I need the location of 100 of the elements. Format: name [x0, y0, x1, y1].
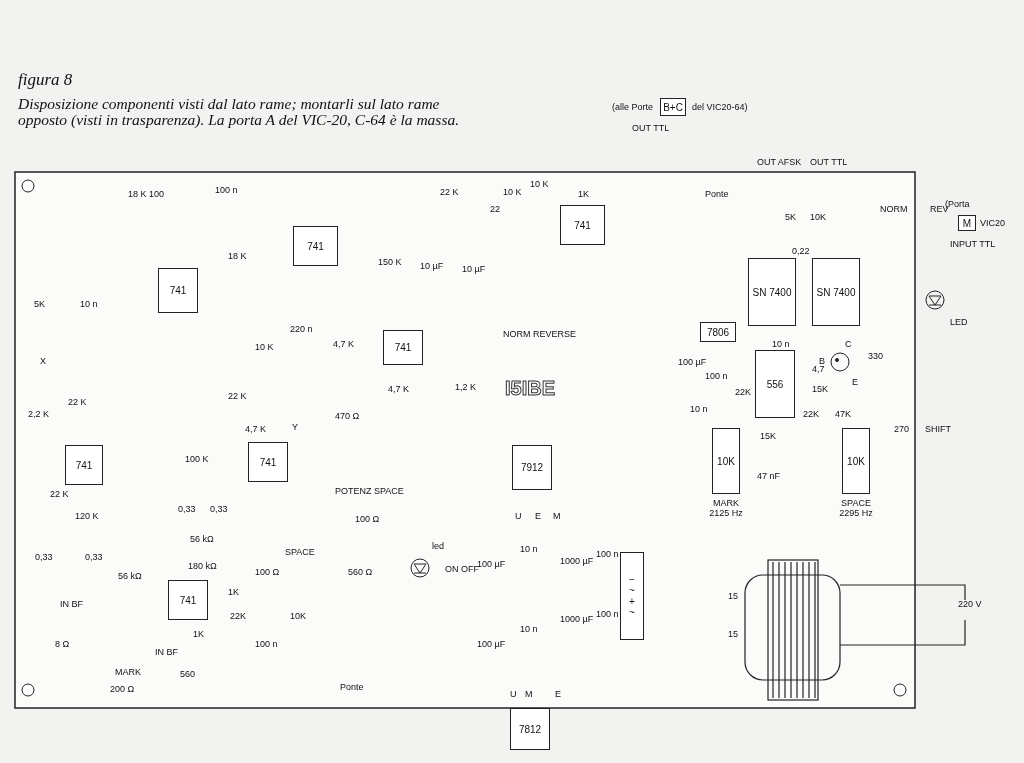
voltage-regulator: 7806 [700, 322, 736, 342]
component-value: OUT AFSK [757, 158, 802, 167]
component-value: 22 K [228, 392, 247, 401]
component-value: LED [950, 318, 968, 327]
component-value: 22K [803, 410, 819, 419]
component-value: 18 K 100 [128, 190, 165, 199]
component-value: 100 n [705, 372, 728, 381]
component-value: 100 n [255, 640, 278, 649]
component-value: 220 n [290, 325, 313, 334]
component-value: 56 kΩ [118, 572, 142, 581]
component-value: B [819, 357, 825, 366]
bridge-rectifier: − ~ + ~ [620, 552, 644, 640]
component-value: IN BF [155, 648, 178, 657]
component-value: 560 [180, 670, 196, 679]
component-value: X [40, 357, 46, 366]
component-value: 470 Ω [335, 412, 360, 421]
component-value: M [553, 512, 561, 521]
component-value: 10 n [520, 545, 538, 554]
component-value: 8 Ω [55, 640, 70, 649]
component-value: 1,2 K [455, 383, 476, 392]
component-value: NORM [880, 205, 908, 214]
component-value: SHIFT [925, 425, 951, 434]
ic-chip: 741 [560, 205, 605, 245]
component-value: POTENZ SPACE [335, 487, 404, 496]
component-value: 560 Ω [348, 568, 373, 577]
component-value: 270 [894, 425, 910, 434]
component-value: 100 n [215, 186, 238, 195]
component-caption: MARK 2125 Hz [708, 498, 744, 519]
component-value: 10 K [503, 188, 522, 197]
component-value: 47 nF [757, 472, 780, 481]
ic-chip: 741 [293, 226, 338, 266]
ic-chip: SN 7400 [812, 258, 860, 326]
component-value: 4,7 K [388, 385, 409, 394]
component-value: 100 µF [477, 640, 506, 649]
component-value: 15K [760, 432, 776, 441]
component-value: 22 K [440, 188, 459, 197]
component-value: 10 K [255, 343, 274, 352]
component-value: 1K [193, 630, 204, 639]
component-value: Ponte [340, 683, 364, 692]
ic-chip: 741 [65, 445, 103, 485]
component-value: U [510, 690, 517, 699]
port-box: M [958, 215, 976, 231]
component-value: 10 µF [462, 265, 486, 274]
component-value: 0,33 [210, 505, 228, 514]
component-value: 5K [785, 213, 796, 222]
component-value: IN BF [60, 600, 83, 609]
component-value: 15 [728, 592, 738, 601]
component-value: C [845, 340, 852, 349]
component-value: 15 [728, 630, 738, 639]
component-value: ON OFF [445, 565, 479, 574]
component-value: Y [292, 423, 298, 432]
ic-chip: 741 [383, 330, 423, 365]
port-box: B+C [660, 98, 686, 116]
figure-title: figura 8 [18, 70, 73, 90]
ic-chip: 741 [168, 580, 208, 620]
component-value: 1000 µF [560, 557, 594, 566]
figure-caption: Disposizione componenti visti dal lato rame; montarli sul lato rame opposto (visti in trasparenza). La porta A del VIC-20, C-64 è la massa. [18, 96, 461, 129]
component-value: 10 n [520, 625, 538, 634]
component-value: 0,33 [35, 553, 53, 562]
component-value: 10 n [80, 300, 98, 309]
component-value: 180 kΩ [188, 562, 217, 571]
component-value: 22 K [68, 398, 87, 407]
component-value: 22 K [50, 490, 69, 499]
component-value: led [432, 542, 444, 551]
component-value: 200 Ω [110, 685, 135, 694]
component-value: 4,7 [812, 365, 825, 374]
component-value: 1K [228, 588, 239, 597]
component-value: 56 kΩ [190, 535, 214, 544]
component-value: M [525, 690, 533, 699]
component-value: 0,33 [85, 553, 103, 562]
component-value: 5K [34, 300, 45, 309]
component-value: 0,22 [792, 247, 810, 256]
component-value: E [852, 378, 858, 387]
ic-chip: 556 [755, 350, 795, 418]
component-value: E [555, 690, 561, 699]
component-value: 330 [868, 352, 884, 361]
component-value: 15K [812, 385, 828, 394]
component-value: U [515, 512, 522, 521]
component-value: 10K [810, 213, 826, 222]
component-value: 100 Ω [255, 568, 280, 577]
component-value: 100 Ω [355, 515, 380, 524]
component-value: SPACE [285, 548, 315, 557]
component-value: OUT TTL [810, 158, 848, 167]
ic-chip: SN 7400 [748, 258, 796, 326]
component-value: E [535, 512, 541, 521]
component-value: 47K [835, 410, 851, 419]
component-value: Ponte [705, 190, 729, 199]
ic-chip: 741 [158, 268, 198, 313]
component-value: 22 [490, 205, 500, 214]
component-value: 10 µF [420, 262, 444, 271]
component-value: 0,33 [178, 505, 196, 514]
voltage-regulator: 7912 [512, 445, 552, 490]
trimmer-potentiometer: 10K [712, 428, 740, 494]
component-value: 18 K [228, 252, 247, 261]
component-value: INPUT TTL [950, 240, 996, 249]
component-value: 150 K [378, 258, 402, 267]
component-value: OUT TTL [632, 124, 670, 133]
component-caption: SPACE 2295 Hz [838, 498, 874, 519]
component-value: 1000 µF [560, 615, 594, 624]
voltage-regulator: 7812 [510, 708, 550, 750]
